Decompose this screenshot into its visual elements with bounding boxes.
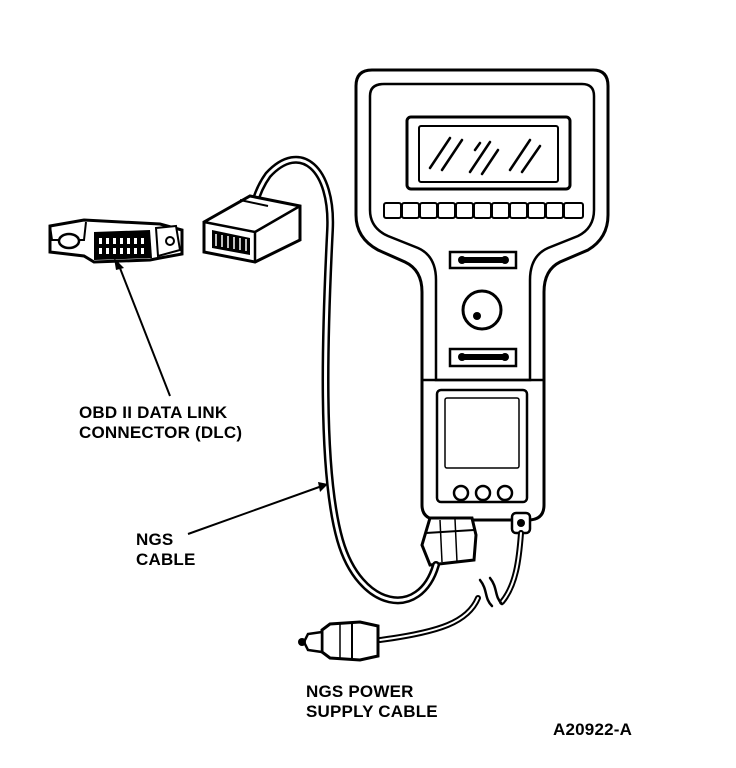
power-cable-label-line2: SUPPLY CABLE bbox=[306, 702, 438, 721]
obd2-dlc-connector bbox=[48, 218, 184, 264]
function-keys bbox=[383, 202, 584, 219]
figure-id-text: A20922-A bbox=[553, 720, 633, 739]
screen-glare-hatching bbox=[428, 136, 542, 176]
lower-scroll-button bbox=[448, 347, 518, 368]
ngs-cable-label-line1: NGS bbox=[136, 530, 174, 549]
figure-id-label: A20922-A bbox=[553, 720, 632, 740]
dlc-label: OBD II DATA LINK CONNECTOR (DLC) bbox=[79, 403, 242, 443]
ngs-cable bbox=[250, 155, 440, 605]
ngs-cable-16pin-plug bbox=[202, 194, 302, 264]
power-cable-label: NGS POWER SUPPLY CABLE bbox=[306, 682, 438, 722]
upper-scroll-button bbox=[448, 250, 518, 270]
ngs-tester bbox=[354, 68, 610, 522]
cigarette-lighter-plug bbox=[298, 620, 380, 662]
ngs-cable-label-line2: CABLE bbox=[136, 550, 196, 569]
power-jack bbox=[510, 511, 532, 535]
dlc-label-line1: OBD II DATA LINK bbox=[79, 403, 228, 422]
ngs-cable-leader-line bbox=[187, 485, 323, 535]
select-knob bbox=[461, 289, 503, 331]
dlc-leader-arrowhead bbox=[114, 258, 124, 270]
ngs-cable-label: NGS CABLE bbox=[136, 530, 196, 570]
display-screen bbox=[405, 115, 572, 191]
power-cable-label-line1: NGS POWER bbox=[306, 682, 414, 701]
power-supply-cable bbox=[377, 530, 524, 643]
memory-card-panel bbox=[435, 388, 529, 504]
ngs-cable-leader-arrowhead bbox=[318, 482, 328, 492]
tester-cable-plug bbox=[420, 516, 478, 567]
dlc-label-line2: CONNECTOR (DLC) bbox=[79, 423, 243, 442]
dlc-leader-line bbox=[117, 262, 171, 397]
